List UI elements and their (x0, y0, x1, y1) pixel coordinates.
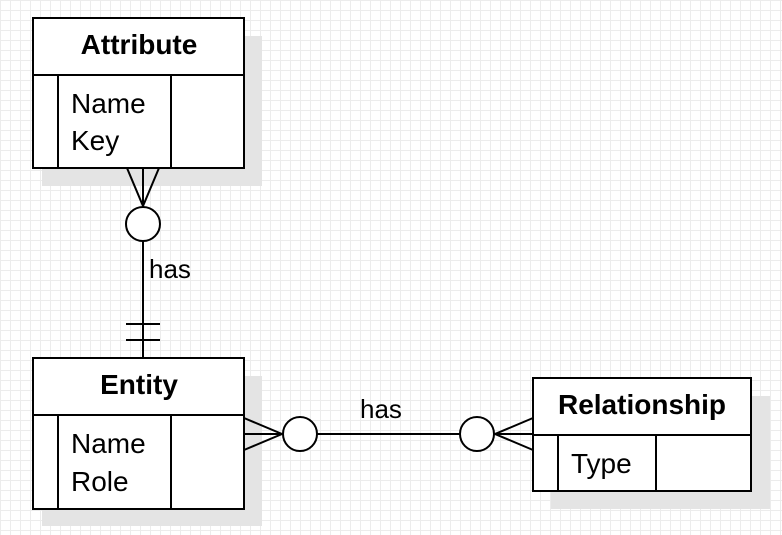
entity-field-name: Name (71, 428, 146, 459)
entity-relationship-label: has (360, 394, 402, 424)
relationship-zero-circle (459, 416, 495, 452)
entity-field-role: Role (71, 466, 129, 497)
attribute-table[interactable]: Attribute Name Key (32, 17, 262, 186)
attribute-entity-label: has (149, 254, 191, 284)
relationship-table-title: Relationship (558, 389, 726, 420)
attribute-field-name: Name (71, 88, 146, 119)
attribute-table-title: Attribute (81, 29, 198, 60)
relationship-field-type: Type (571, 448, 632, 479)
relationship-table[interactable]: Relationship Type (532, 377, 770, 509)
entity-zero-circle (282, 416, 318, 452)
attribute-entity-connector[interactable]: has (125, 167, 191, 358)
entity-relationship-connector[interactable]: has (243, 394, 534, 452)
entity-table-frame (32, 357, 245, 510)
attribute-zero-circle (125, 206, 161, 242)
entity-table[interactable]: Entity Name Role (32, 357, 262, 526)
attribute-table-frame (32, 17, 245, 169)
attribute-field-key: Key (71, 125, 119, 156)
entity-table-title: Entity (100, 369, 178, 400)
